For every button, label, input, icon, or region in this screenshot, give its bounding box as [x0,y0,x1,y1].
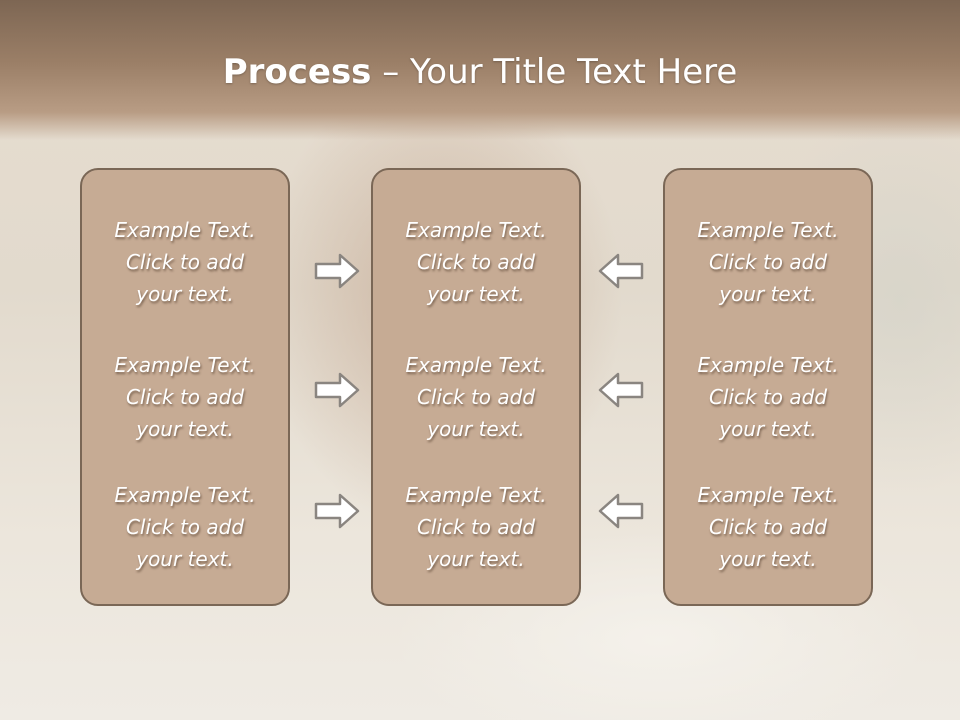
text-placeholder[interactable]: Example Text. Click to add your text. [373,479,579,575]
text-line: Click to add [416,385,536,409]
text-line: your text. [136,547,234,571]
slide-title[interactable]: Process – Your Title Text Here [0,52,960,92]
text-placeholder[interactable]: Example Text. Click to add your text. [373,349,579,445]
text-line: Click to add [416,250,536,274]
left-arrow-icon [598,253,644,289]
right-panel: Example Text. Click to add your text. Ex… [663,168,873,606]
text-line: Example Text. [697,218,839,242]
text-placeholder[interactable]: Example Text. Click to add your text. [665,479,871,575]
text-line: Click to add [708,515,828,539]
right-arrow-icon [314,253,360,289]
title-rest: – Your Title Text Here [371,52,738,92]
text-line: Click to add [125,385,245,409]
text-line: your text. [719,282,817,306]
text-placeholder[interactable]: Example Text. Click to add your text. [665,214,871,310]
text-placeholder[interactable]: Example Text. Click to add your text. [82,479,288,575]
text-line: Example Text. [405,353,547,377]
text-line: your text. [136,417,234,441]
text-placeholder[interactable]: Example Text. Click to add your text. [82,214,288,310]
text-line: Example Text. [697,483,839,507]
text-line: your text. [719,547,817,571]
left-arrow-icon [598,372,644,408]
text-placeholder[interactable]: Example Text. Click to add your text. [665,349,871,445]
text-line: Example Text. [114,218,256,242]
text-line: your text. [719,417,817,441]
text-line: your text. [136,282,234,306]
text-line: Click to add [708,250,828,274]
text-line: Click to add [416,515,536,539]
text-line: Example Text. [697,353,839,377]
text-line: Example Text. [114,483,256,507]
text-placeholder[interactable]: Example Text. Click to add your text. [373,214,579,310]
text-placeholder[interactable]: Example Text. Click to add your text. [82,349,288,445]
text-line: Click to add [125,515,245,539]
left-arrow-icon [598,493,644,529]
left-panel: Example Text. Click to add your text. Ex… [80,168,290,606]
text-line: your text. [427,282,525,306]
middle-panel: Example Text. Click to add your text. Ex… [371,168,581,606]
text-line: your text. [427,547,525,571]
right-arrow-icon [314,372,360,408]
text-line: your text. [427,417,525,441]
text-line: Click to add [125,250,245,274]
title-bold: Process [222,52,372,92]
text-line: Click to add [708,385,828,409]
text-line: Example Text. [405,218,547,242]
text-line: Example Text. [114,353,256,377]
title-bar [0,0,960,140]
right-arrow-icon [314,493,360,529]
text-line: Example Text. [405,483,547,507]
